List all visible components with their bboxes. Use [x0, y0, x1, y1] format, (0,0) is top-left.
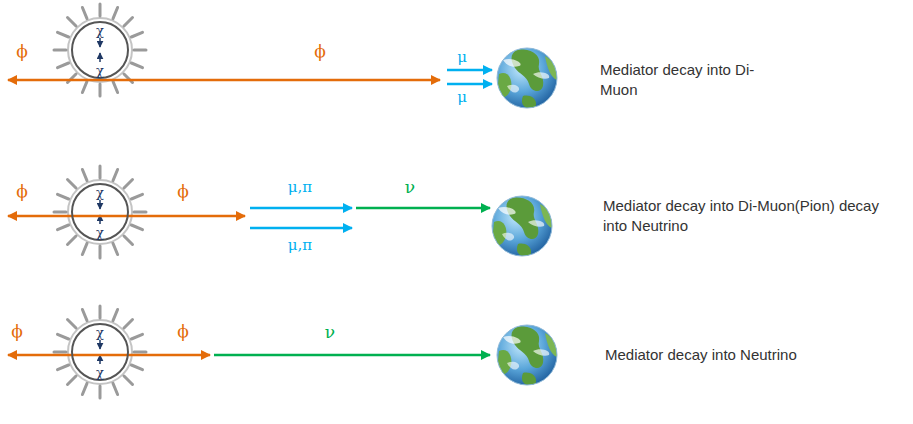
mediator-label: ϕ: [11, 322, 23, 342]
earth-globe: [497, 48, 557, 109]
particle-symbol: χ: [96, 226, 104, 239]
muon-pion-arrow: [250, 227, 352, 230]
mediator-label: ϕ: [16, 42, 28, 62]
neutrino-label: ν: [405, 178, 415, 198]
annihilation-arrow: [99, 38, 101, 47]
mediator-label: ϕ: [16, 182, 28, 202]
mediator-arrow: [8, 354, 210, 357]
caption-text: Mediator decay into Di-Muon(Pion) decay …: [603, 196, 893, 235]
caption-text: Mediator decay into Neutrino: [605, 345, 900, 365]
annihilation-arrow: [99, 53, 101, 62]
annihilation-arrow: [99, 340, 101, 349]
neutrino-arrow: [214, 354, 490, 357]
sun-rays: [54, 4, 146, 96]
muon-label: μ: [457, 49, 467, 66]
muon-arrow: [447, 69, 492, 72]
muon-label: μ: [457, 89, 467, 106]
earth-globe: [492, 196, 552, 257]
muon-pion-label: μ,π: [288, 237, 312, 254]
annihilation-arrow: [99, 355, 101, 364]
particle-symbol: χ: [96, 366, 104, 379]
particle-symbol: χ: [96, 326, 104, 339]
particle-symbol: χ: [96, 186, 104, 199]
sun-node: χχ: [71, 21, 129, 79]
caption-text: Mediator decay into Di-Muon: [600, 60, 770, 99]
neutrino-arrow: [356, 207, 490, 210]
muon-pion-label: μ,π: [288, 179, 312, 196]
mediator-arrow: [8, 79, 440, 82]
neutrino-label: ν: [325, 323, 335, 343]
sun-rays: [54, 166, 146, 258]
sun-rays: [54, 306, 146, 398]
earth-globe: [497, 325, 557, 386]
mediator-label: ϕ: [177, 182, 189, 202]
particle-symbol: χ: [96, 24, 104, 37]
muon-pion-arrow: [250, 207, 352, 210]
mediator-label: ϕ: [314, 42, 326, 62]
sun-node: χχ: [71, 183, 129, 241]
sun-node: χχ: [71, 323, 129, 381]
muon-arrow: [447, 83, 492, 86]
mediator-arrow: [8, 215, 245, 218]
particle-symbol: χ: [96, 64, 104, 77]
mediator-label: ϕ: [177, 322, 189, 342]
annihilation-arrow: [99, 200, 101, 209]
